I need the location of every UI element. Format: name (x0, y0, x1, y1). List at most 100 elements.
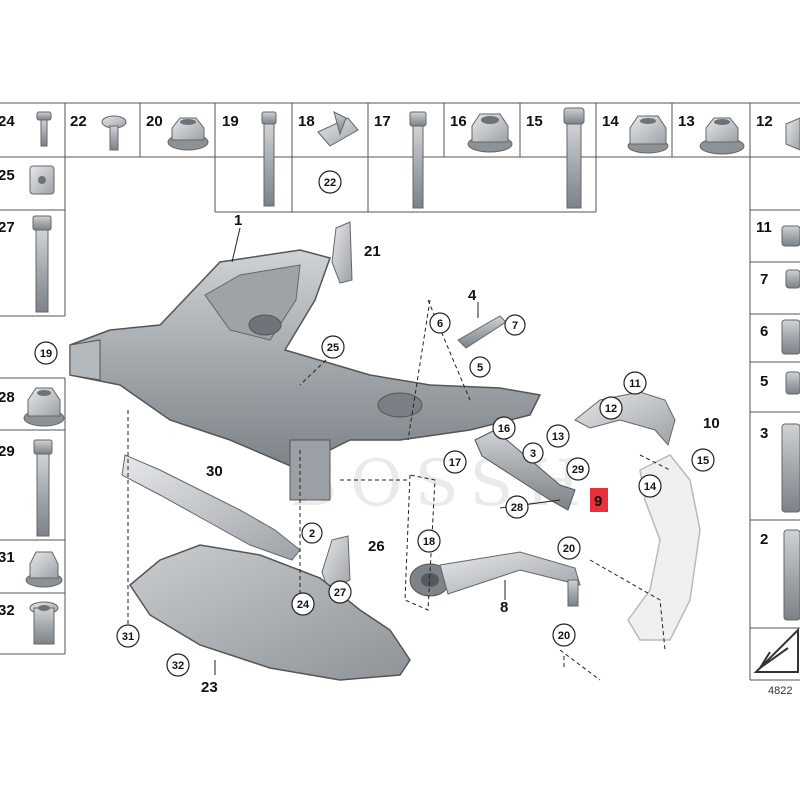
callout-text-20a: 20 (563, 543, 575, 555)
callout-31 (116, 624, 140, 648)
underbody-shield (129, 544, 411, 681)
bracket-30 (121, 454, 301, 561)
callout-18 (417, 529, 441, 553)
nut-icon (781, 225, 800, 247)
hex-nut-icon (627, 115, 669, 154)
callout-17 (443, 450, 467, 474)
part-label-26: 26 (368, 538, 385, 555)
long-bolt-icon (261, 111, 277, 207)
long-bolt-icon (409, 111, 427, 209)
callout-12 (599, 396, 623, 420)
callout-27 (328, 580, 352, 604)
part-label-23: 23 (201, 679, 218, 696)
bolt-icon (36, 111, 52, 147)
screw-icon (101, 115, 127, 151)
callout-14 (638, 474, 662, 498)
upper-control-arm (574, 391, 676, 447)
part-label-4: 4 (468, 287, 477, 304)
bracket-21 (331, 221, 353, 284)
callout-text-5: 5 (477, 362, 483, 374)
callout-text-14: 14 (644, 481, 657, 493)
callout-text-24: 24 (297, 599, 310, 611)
long-bolt-icon (781, 423, 800, 513)
callout-text-16: 16 (498, 423, 510, 435)
drawing-code: 4822 (768, 685, 792, 697)
hardware-top-row-parts (36, 107, 800, 209)
callout-text-20b: 20 (558, 630, 570, 642)
wishbone (409, 551, 581, 607)
hw-label-7: 7 (760, 271, 768, 288)
hw-label-3: 3 (760, 425, 768, 442)
hardware-right-column-labels: 11 7 6 5 3 2 (756, 219, 772, 548)
large-part-labels: 1 4 8 9 10 21 23 26 30 (201, 212, 720, 696)
callout-text-15: 15 (697, 455, 709, 467)
part-label-8: 8 (500, 599, 508, 616)
steering-knuckle (627, 454, 701, 641)
nut-icon (785, 371, 800, 395)
hw-label-25: 25 (0, 167, 15, 184)
hw-label-18: 18 (298, 113, 315, 130)
callout-text-17: 17 (449, 457, 461, 469)
nut-icon (785, 269, 800, 289)
callout-19 (34, 341, 58, 365)
hex-nut-icon (23, 387, 65, 427)
long-bolt-icon (563, 107, 585, 209)
part-label-9: 9 (594, 493, 602, 510)
part-label-30: 30 (206, 463, 223, 480)
callout-text-25: 25 (327, 342, 339, 354)
part-label-21: 21 (364, 243, 381, 260)
flange-nut-icon (699, 117, 745, 155)
clip-nut-icon (29, 165, 55, 195)
callout-text-19: 19 (40, 348, 52, 360)
link-4 (457, 315, 507, 349)
clip-icon (317, 111, 359, 147)
hex-nut-icon (467, 113, 513, 153)
callout-22 (318, 170, 342, 194)
flange-nut-icon (167, 117, 209, 151)
hardware-grid (0, 102, 800, 681)
callout-text-7: 7 (512, 320, 518, 332)
callout-text-2: 2 (309, 528, 315, 540)
part-label-10: 10 (703, 415, 720, 432)
callout-25 (321, 335, 345, 359)
callout-16 (492, 416, 516, 440)
callout-text-13: 13 (552, 431, 564, 443)
callout-24 (291, 592, 315, 616)
hw-label-15: 15 (526, 113, 543, 130)
hw-label-17: 17 (374, 113, 391, 130)
hw-label-22: 22 (70, 113, 87, 130)
hw-label-24: 24 (0, 113, 15, 130)
callout-text-31: 31 (122, 631, 134, 643)
hardware-left-column-parts (23, 165, 65, 645)
hw-label-11: 11 (756, 219, 772, 236)
hardware-right-column-parts: 4822 (753, 225, 800, 697)
circled-part-label-text: 19 22 25 6 7 5 11 12 13 15 14 16 3 17 29… (40, 177, 709, 672)
circled-part-labels (34, 170, 715, 677)
bushing-icon (781, 319, 800, 355)
hardware-left-column-labels: 25 27 28 29 31 32 (0, 167, 15, 619)
callout-2 (301, 522, 323, 544)
callout-6 (429, 312, 451, 334)
callout-text-11: 11 (629, 378, 641, 390)
hw-label-2: 2 (760, 531, 768, 548)
callout-20b (552, 623, 576, 647)
hw-label-31: 31 (0, 549, 15, 566)
callout-15 (691, 448, 715, 472)
hw-label-32: 32 (0, 602, 15, 619)
callout-text-28: 28 (511, 502, 523, 514)
callout-20a (557, 536, 581, 560)
callout-13 (546, 424, 570, 448)
callout-29 (566, 457, 590, 481)
hw-label-29: 29 (0, 443, 15, 460)
spacer-sleeve-icon (29, 601, 59, 645)
hex-nut-icon (785, 117, 800, 151)
callout-11 (623, 371, 647, 395)
part-label-1: 1 (234, 212, 242, 229)
hw-label-13: 13 (678, 113, 695, 130)
callout-text-29: 29 (572, 464, 584, 476)
callout-3 (522, 442, 544, 464)
flange-nut-icon (25, 551, 63, 588)
highlight-box (590, 488, 608, 512)
callout-text-22: 22 (324, 177, 336, 189)
